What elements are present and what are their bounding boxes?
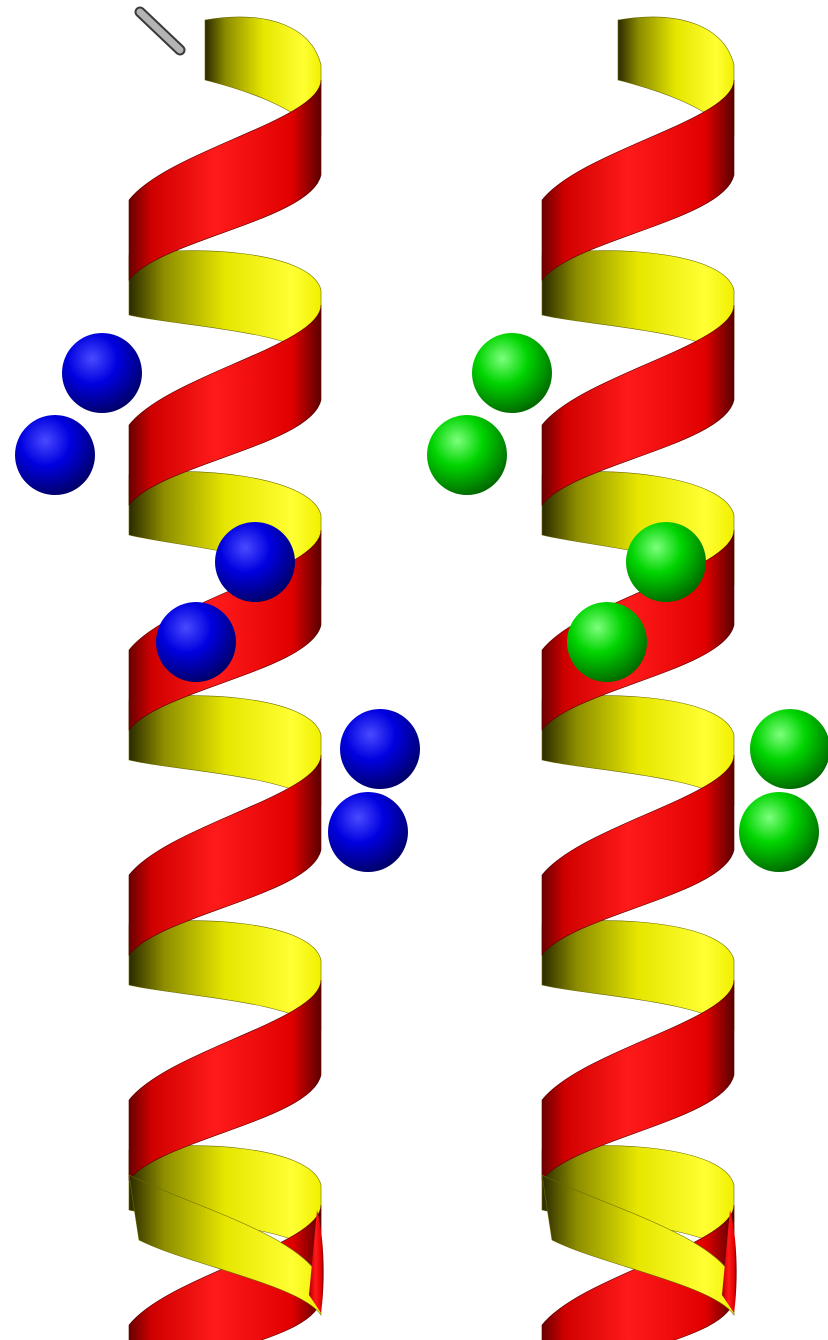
blue-ion-6 [328, 792, 408, 872]
green-ion-4 [567, 602, 647, 682]
green-ion-1 [472, 333, 552, 413]
helix-right [542, 17, 737, 1340]
green-ion-5 [750, 709, 828, 789]
helix-left [129, 12, 324, 1340]
blue-ion-3 [215, 522, 295, 602]
blue-ion-2 [15, 415, 95, 495]
green-ion-2 [427, 415, 507, 495]
blue-ion-4 [156, 602, 236, 682]
left-stick-top [140, 12, 180, 50]
green-ion-3 [626, 522, 706, 602]
green-ion-6 [739, 792, 819, 872]
blue-ion-5 [340, 709, 420, 789]
blue-ion-1 [62, 333, 142, 413]
